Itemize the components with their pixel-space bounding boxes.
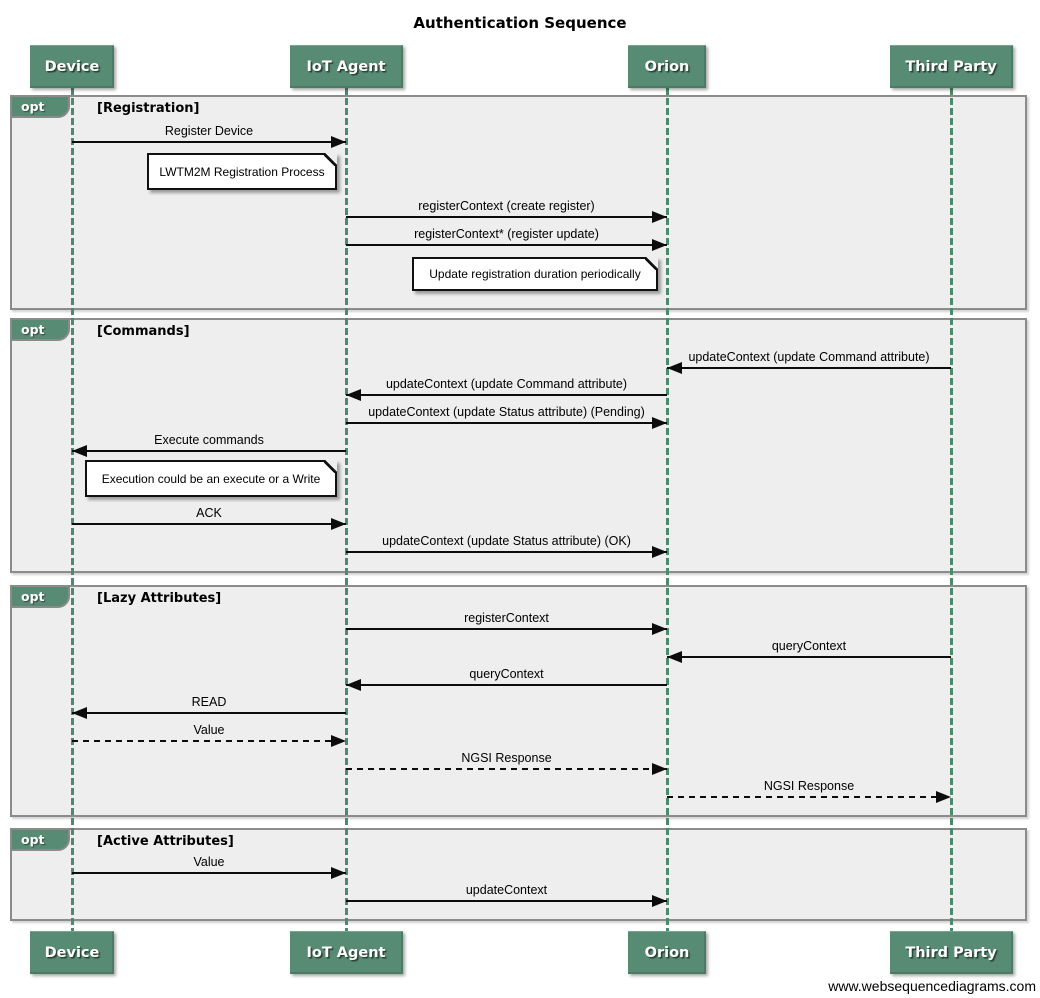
arrowhead-west-icon <box>72 706 87 719</box>
actor-box-top-device: Device <box>30 45 114 88</box>
message-label: NGSI Response <box>763 779 855 793</box>
fragment-lazy-attributes: opt [Lazy Attributes] <box>10 585 1027 817</box>
opt-tab: opt <box>10 585 70 608</box>
arrowhead-east-icon <box>331 734 346 747</box>
actor-box-top-orion: Orion <box>628 45 706 88</box>
arrowhead-east-icon <box>331 517 346 530</box>
lifeline-iot-agent <box>344 88 348 931</box>
arrowhead-east-icon <box>652 210 667 223</box>
fragment-active-attributes: opt [Active Attributes] <box>10 828 1027 921</box>
message-line <box>346 216 667 218</box>
fragment-condition: [Registration] <box>97 101 200 116</box>
arrowhead-east-icon <box>331 866 346 879</box>
actor-label: IoT Agent <box>306 944 386 961</box>
actor-label: Orion <box>644 944 690 961</box>
fragment-condition: [Commands] <box>97 324 190 339</box>
message-line <box>346 551 667 553</box>
message-label: updateContext <box>465 883 548 897</box>
message-label: queryContext <box>771 639 847 653</box>
actor-label: Third Party <box>905 58 997 75</box>
arrowhead-east-icon <box>331 135 346 148</box>
arrowhead-east-icon <box>652 238 667 251</box>
message-line <box>72 740 346 742</box>
note-fold-icon <box>324 460 337 473</box>
message-label: queryContext <box>469 667 544 681</box>
message-line <box>72 872 346 874</box>
actor-box-bottom-device: Device <box>30 931 114 974</box>
opt-tab: opt <box>10 95 70 118</box>
note-fold-icon <box>645 257 658 270</box>
message-label: updateContext (update Command attribute) <box>385 377 628 391</box>
actor-box-top-iot-agent: IoT Agent <box>289 45 403 88</box>
message-line <box>72 523 346 525</box>
note: LWTM2M Registration Process <box>147 153 337 190</box>
note-text: Execution could be an execute or a Write <box>101 471 321 486</box>
message-line <box>72 712 346 714</box>
arrowhead-east-icon <box>652 545 667 558</box>
arrowhead-east-icon <box>652 416 667 429</box>
opt-tab: opt <box>10 828 70 851</box>
message-line <box>667 796 951 798</box>
note-text: Update registration duration periodicall… <box>429 267 641 281</box>
fragment-condition: [Lazy Attributes] <box>97 591 222 606</box>
message-label: Value <box>193 723 225 737</box>
arrowhead-east-icon <box>652 894 667 907</box>
actor-label: Device <box>44 944 100 961</box>
fragment-commands: opt [Commands] <box>10 318 1027 573</box>
message-label: updateContext (update Command attribute) <box>688 350 930 364</box>
actor-box-bottom-iot-agent: IoT Agent <box>289 931 403 974</box>
actor-box-bottom-third-party: Third Party <box>889 931 1013 974</box>
message-line <box>72 141 346 143</box>
message-line <box>346 422 667 424</box>
note: Update registration duration periodicall… <box>412 257 658 291</box>
message-line <box>346 768 667 770</box>
message-label: registerContext (create register) <box>418 199 595 213</box>
note-fold-icon <box>324 153 337 166</box>
message-label: registerContext* (register update) <box>414 227 599 241</box>
actor-box-bottom-orion: Orion <box>628 931 706 974</box>
arrowhead-east-icon <box>936 790 951 803</box>
arrowhead-east-icon <box>652 762 667 775</box>
arrowhead-west-icon <box>667 361 682 374</box>
message-label: registerContext <box>464 611 549 625</box>
arrowhead-west-icon <box>72 444 87 457</box>
message-line <box>72 450 346 452</box>
watermark-url: www.websequencediagrams.com <box>828 978 1036 994</box>
message-line <box>667 656 951 658</box>
message-label: Register Device <box>164 124 254 138</box>
actor-label: Orion <box>644 58 690 75</box>
arrowhead-west-icon <box>667 650 682 663</box>
actor-box-top-third-party: Third Party <box>889 45 1013 88</box>
message-label: updateContext (update Status attribute) … <box>368 405 645 419</box>
arrowhead-west-icon <box>346 388 361 401</box>
lifeline-third-party <box>949 88 953 931</box>
message-line <box>346 244 667 246</box>
arrowhead-west-icon <box>346 678 361 691</box>
opt-tab: opt <box>10 318 70 341</box>
message-label: updateContext (update Status attribute) … <box>382 534 631 548</box>
lifeline-orion <box>665 88 669 931</box>
actor-label: IoT Agent <box>306 58 386 75</box>
lifeline-device <box>70 88 74 931</box>
diagram-title: Authentication Sequence <box>413 14 627 32</box>
note-text: LWTM2M Registration Process <box>159 164 325 179</box>
message-label: NGSI Response <box>461 751 552 765</box>
arrowhead-east-icon <box>652 622 667 635</box>
message-line <box>346 628 667 630</box>
message-line <box>346 684 667 686</box>
actor-label: Device <box>44 58 100 75</box>
fragment-condition: [Active Attributes] <box>97 834 234 849</box>
note: Execution could be an execute or a Write <box>85 460 337 497</box>
message-label: READ <box>191 695 227 709</box>
message-line <box>346 394 667 396</box>
message-label: ACK <box>196 506 222 520</box>
message-line <box>346 900 667 902</box>
message-label: Execute commands <box>154 433 264 447</box>
actor-label: Third Party <box>905 944 997 961</box>
message-line <box>667 367 951 369</box>
message-label: Value <box>193 855 225 869</box>
